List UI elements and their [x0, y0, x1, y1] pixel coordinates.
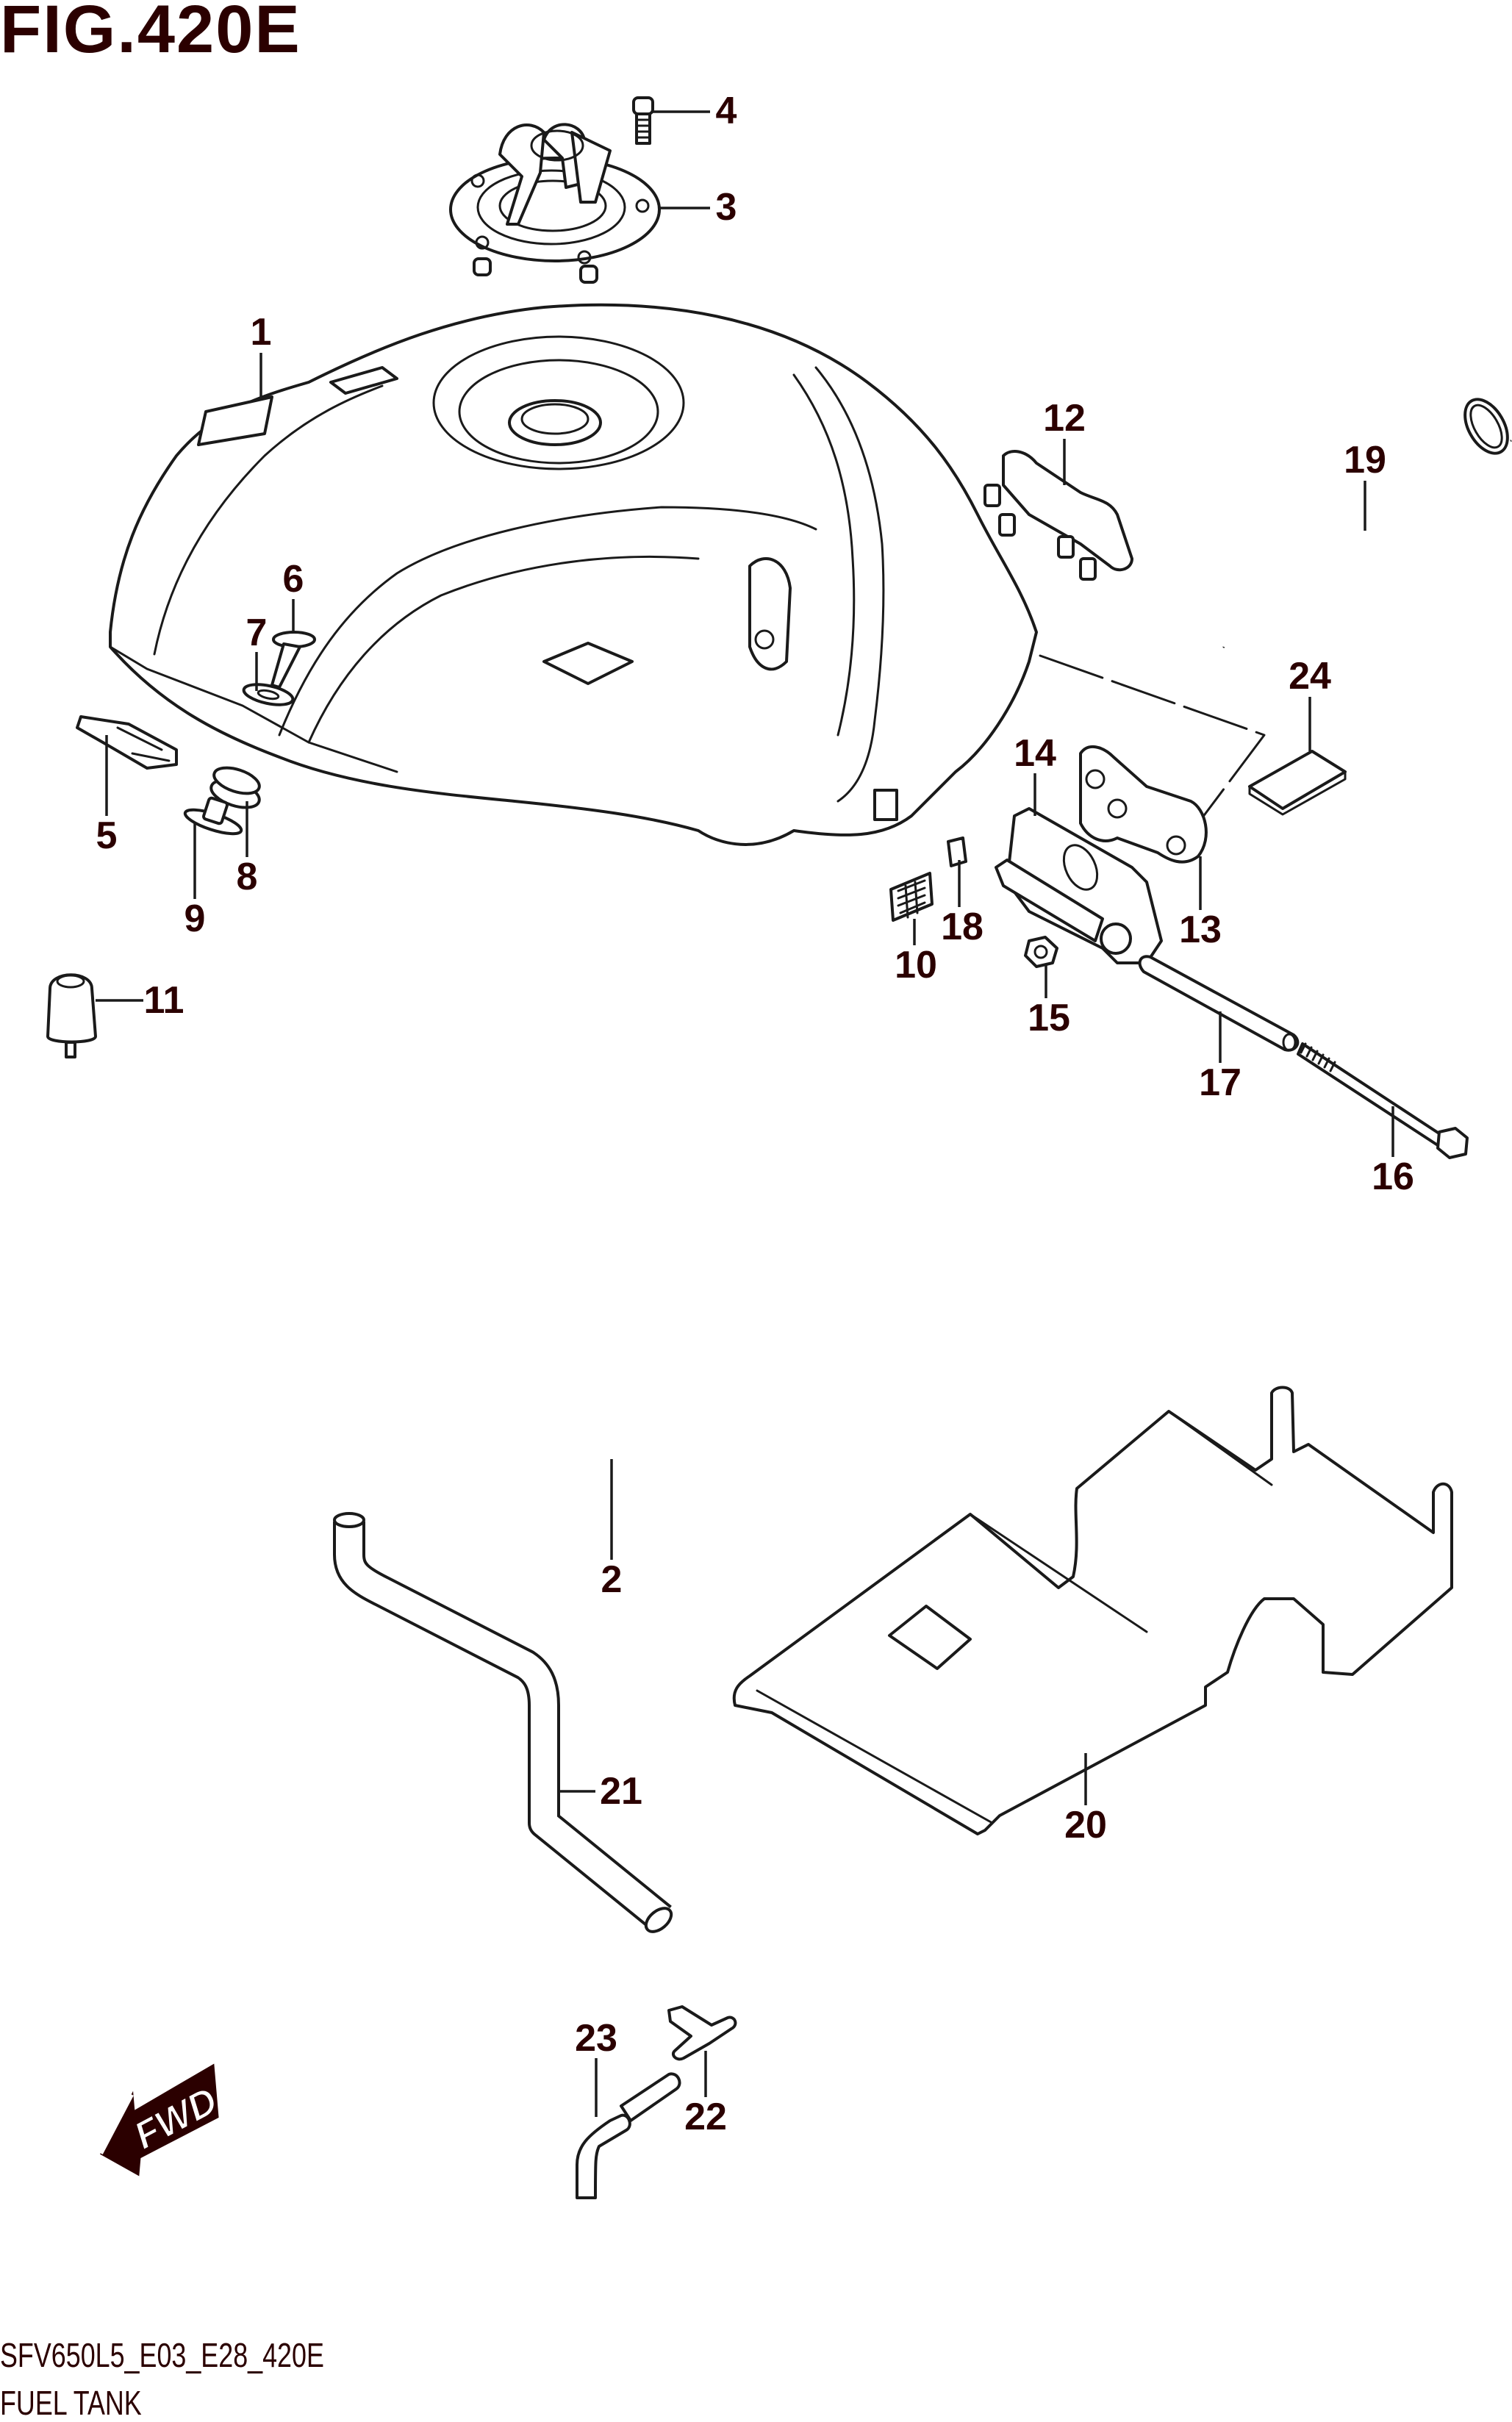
fwd-indicator: FWD	[99, 2063, 225, 2176]
part-16-hinge-bolt[interactable]	[1297, 1042, 1469, 1159]
callout-23: 23	[575, 2017, 617, 2060]
part-11-cushion[interactable]	[46, 973, 97, 1058]
callout-16: 16	[1372, 1156, 1414, 1198]
callout-21: 21	[600, 1770, 642, 1813]
callout-6: 6	[283, 558, 304, 601]
callout-13: 13	[1179, 909, 1222, 951]
part-19-prop-rod[interactable]	[1222, 392, 1512, 648]
callout-18: 18	[941, 906, 983, 948]
callout-5: 5	[96, 814, 118, 857]
part-13-hinge-plate[interactable]	[1079, 745, 1208, 864]
callout-17: 17	[1199, 1061, 1242, 1104]
callout-12: 12	[1043, 397, 1086, 440]
figure-name: FUEL TANK	[0, 2384, 142, 2422]
figure-title: FIG.420E	[0, 0, 301, 67]
forward-arrow-icon	[99, 2063, 219, 2176]
figure-code: SFV650L5_E03_E28_420E	[0, 2336, 324, 2374]
callout-8: 8	[237, 856, 258, 898]
callout-10: 10	[895, 944, 937, 986]
part-1-fuel-tank[interactable]	[109, 303, 1038, 846]
callout-1: 1	[251, 311, 272, 354]
callout-15: 15	[1028, 997, 1070, 1039]
leader-lines	[96, 110, 1394, 2117]
part-2-seal-frame[interactable]	[98, 903, 1101, 1457]
callout-14: 14	[1014, 732, 1056, 775]
callout-19: 19	[1344, 439, 1386, 481]
part-9-collar[interactable]	[183, 796, 244, 839]
callout-3: 3	[716, 186, 737, 229]
callout-2: 2	[601, 1558, 623, 1601]
part-17-spacer-tube[interactable]	[1138, 955, 1300, 1052]
part-12-rear-bracket[interactable]	[983, 450, 1133, 581]
callout-4: 4	[716, 90, 737, 132]
part-4-bolt[interactable]	[632, 96, 654, 145]
part-15-nut[interactable]	[1024, 936, 1058, 968]
part-10-pad[interactable]	[889, 872, 934, 922]
part-18-clip-nut[interactable]	[947, 836, 967, 867]
callout-24: 24	[1289, 655, 1331, 698]
part-22-t-joint[interactable]	[667, 2005, 737, 2061]
part-20-heat-shield[interactable]	[732, 1386, 1453, 1835]
part-23-hose[interactable]	[576, 2072, 681, 2199]
part-3-fuel-cap[interactable]	[449, 123, 661, 284]
part-21-drain-hose[interactable]	[333, 1512, 676, 1936]
callout-9: 9	[184, 897, 206, 940]
part-5-front-bracket[interactable]	[76, 715, 178, 770]
callout-22: 22	[684, 2096, 727, 2138]
part-24-pad[interactable]	[1248, 750, 1347, 816]
callout-7: 7	[246, 612, 268, 654]
callout-11: 11	[144, 979, 184, 1022]
callout-20: 20	[1064, 1804, 1107, 1846]
callouts: 4 3 1 12 19 6 7 24 14 5 8 9 18 13 10 11 …	[96, 90, 1414, 2138]
